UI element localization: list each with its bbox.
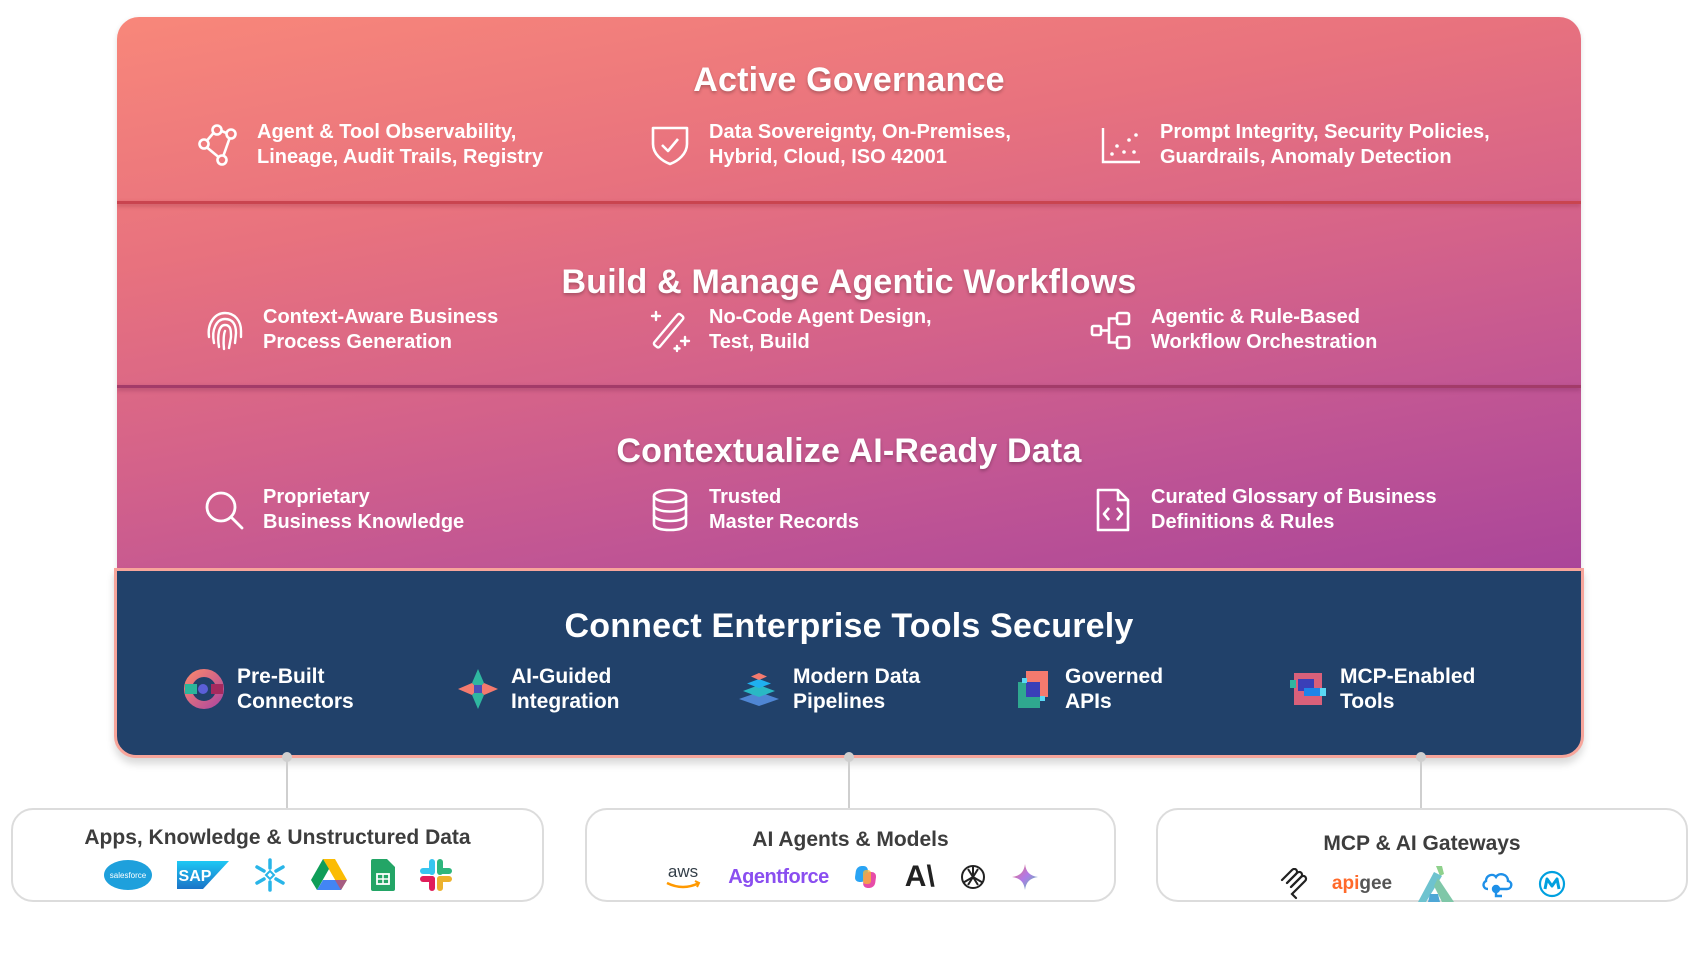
feature-text: Data Sovereignty, On-Premises,Hybrid, Cl… [709, 121, 1011, 168]
agentforce-logo-icon: Agentforce [728, 865, 829, 888]
copilot-logo-icon [853, 860, 881, 894]
feature-observability: Agent & Tool Observability,Lineage, Audi… [193, 120, 543, 170]
slack-logo-icon [419, 858, 453, 892]
source-mcp-gateways: MCP & AI Gateways apigee [1156, 808, 1688, 902]
workflow-tree-icon [1087, 305, 1137, 355]
stacked-layers-icon [737, 664, 781, 714]
linked-blocks-icon [1288, 664, 1328, 714]
sap-logo-icon: SAP [176, 858, 229, 892]
overlapping-squares-icon [1013, 664, 1053, 714]
google-sheets-logo-icon [370, 858, 395, 892]
layer-title: Build & Manage Agentic Workflows [561, 263, 1137, 301]
kong-logo-icon [1416, 864, 1456, 904]
code-file-icon [1087, 485, 1137, 535]
svg-text:salesforce: salesforce [109, 871, 146, 880]
gemini-logo-icon [1011, 860, 1039, 894]
layer-title: Active Governance [693, 61, 1005, 99]
layer-title: Contextualize AI-Ready Data [616, 432, 1082, 470]
openai-logo-icon [959, 860, 987, 894]
fingerprint-icon [199, 305, 249, 355]
layer-agentic-workflows: Build & Manage Agentic Workflows Context… [117, 203, 1581, 387]
source-title: AI Agents & Models [752, 828, 949, 851]
salesforce-logo-icon: salesforce [103, 858, 153, 892]
google-drive-logo-icon [310, 858, 347, 892]
logo-row: salesforce SAP [13, 858, 542, 892]
anthropic-logo-icon: A\ [904, 860, 935, 893]
connector-line [848, 757, 850, 809]
snowflake-logo-icon [253, 858, 287, 892]
feature-sovereignty: Data Sovereignty, On-Premises,Hybrid, Cl… [645, 120, 1011, 170]
source-ai-agents-models: AI Agents & Models aws Agentforce A\ [585, 808, 1116, 902]
azure-api-logo-icon [1480, 867, 1514, 901]
feature-text: Prompt Integrity, Security Policies,Guar… [1160, 121, 1490, 168]
logo-row: aws Agentforce A\ [587, 860, 1114, 894]
connector-line [1420, 757, 1422, 809]
diamond-arrows-icon [457, 664, 499, 714]
layer-title: Connect Enterprise Tools Securely [564, 607, 1134, 645]
layer-active-governance: Active Governance Agent & Tool Observabi… [117, 17, 1581, 203]
scatter-chart-icon [1096, 120, 1146, 170]
network-nodes-icon [193, 120, 243, 170]
svg-text:SAP: SAP [178, 868, 211, 885]
search-icon [199, 485, 249, 535]
mcp-logo-icon [1278, 867, 1308, 901]
feature-prompt-integrity: Prompt Integrity, Security Policies,Guar… [1096, 120, 1490, 170]
apigee-logo-icon: apigee [1331, 873, 1393, 894]
feature-text: Agent & Tool Observability,Lineage, Audi… [257, 121, 543, 168]
magic-wand-icon [645, 305, 695, 355]
connector-ring-icon [183, 664, 225, 714]
layer-connect-tools: Connect Enterprise Tools Securely Pre-Bu… [114, 568, 1584, 758]
source-apps-knowledge: Apps, Knowledge & Unstructured Data sale… [11, 808, 544, 902]
source-title: Apps, Knowledge & Unstructured Data [84, 826, 471, 849]
svg-text:aws: aws [668, 862, 698, 881]
feature-text: No-Code Agent Design,Test, Build [709, 306, 932, 353]
shield-check-icon [645, 120, 695, 170]
connector-line [286, 757, 288, 809]
platform-stack: Active Governance Agent & Tool Observabi… [117, 17, 1581, 587]
aws-logo-icon: aws [662, 860, 704, 894]
mulesoft-logo-icon [1538, 867, 1566, 901]
logo-row: apigee [1158, 864, 1686, 904]
layer-divider [117, 385, 1581, 388]
layer-divider [117, 201, 1581, 204]
database-icon [645, 485, 695, 535]
source-title: MCP & AI Gateways [1323, 832, 1521, 855]
feature-no-code-design: No-Code Agent Design,Test, Build [645, 305, 932, 355]
